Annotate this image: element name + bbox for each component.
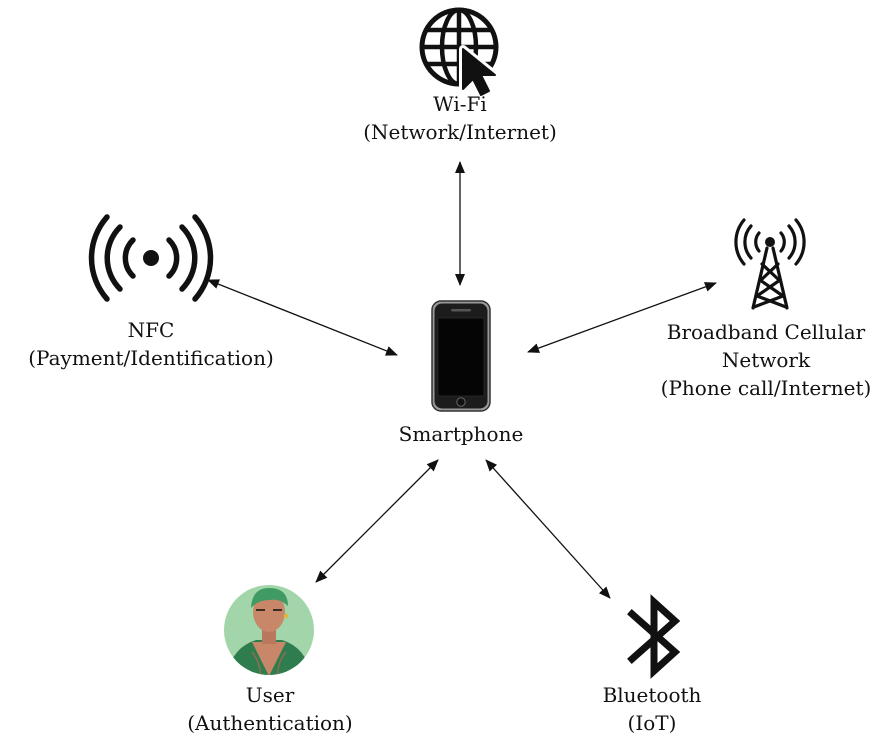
bluetooth-title: Bluetooth [602,683,702,707]
nfc-icon [88,214,214,302]
edge-smartphone-user [315,459,439,583]
user-title: User [245,683,295,707]
edge-smartphone-nfc [207,279,398,356]
cellular-label: Broadband Cellular Network (Phone call/I… [640,318,892,402]
globe-cursor-icon [419,7,499,99]
bluetooth-subtitle: (IoT) [627,711,677,735]
bluetooth-icon [627,594,681,679]
edge-smartphone-bluetooth [485,459,611,599]
cellular-title-line1: Broadband Cellular [666,320,866,344]
nfc-subtitle: (Payment/Identification) [28,346,274,370]
nfc-label: NFC (Payment/Identification) [0,316,302,372]
cellular-subtitle: (Phone call/Internet) [660,376,872,400]
edge-smartphone-cellular [527,282,717,353]
edges [207,161,717,599]
wifi-title: Wi-Fi [433,92,487,116]
cell-tower-icon [734,218,806,310]
user-subtitle: (Authentication) [187,711,353,735]
cellular-title-line2: Network [721,348,811,372]
user-label: User (Authentication) [170,681,370,737]
bluetooth-label: Bluetooth (IoT) [552,681,752,737]
wifi-subtitle: (Network/Internet) [363,120,557,144]
smartphone-label: Smartphone [361,420,561,448]
smartphone-icon [431,300,491,412]
nfc-title: NFC [127,318,175,342]
smartphone-title: Smartphone [398,422,524,446]
wifi-label: Wi-Fi (Network/Internet) [330,90,590,146]
user-avatar-icon [224,585,314,675]
